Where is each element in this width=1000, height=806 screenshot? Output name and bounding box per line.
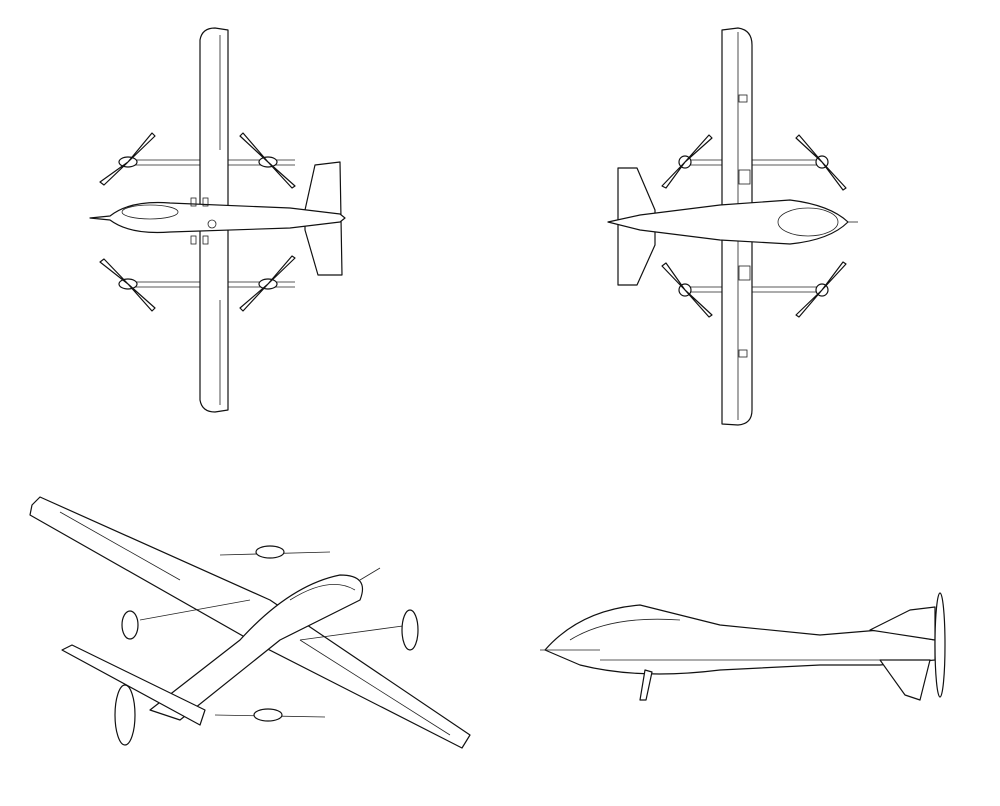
propeller-icon [661, 262, 713, 318]
propeller-icon [99, 258, 156, 312]
tail-stabilizer [61, 644, 206, 726]
propeller-icon [934, 592, 946, 698]
tail-stabilizer [869, 606, 936, 641]
top-view [89, 27, 346, 413]
propeller-icon [239, 132, 296, 189]
fuselage [149, 574, 364, 721]
bottom-view [607, 27, 858, 426]
isometric-view [29, 496, 471, 749]
fuselage [89, 201, 346, 234]
canopy [777, 207, 839, 237]
propeller-icon [795, 261, 847, 318]
fuselage [544, 604, 936, 675]
propeller-icon [99, 132, 156, 186]
propeller-icon [114, 545, 419, 746]
propeller-icon [795, 134, 847, 191]
main-wing [29, 496, 471, 749]
propeller-icon [239, 255, 296, 312]
canopy [569, 618, 681, 641]
canopy [121, 204, 179, 220]
landing-gear [639, 669, 653, 701]
propeller-icon [661, 134, 713, 189]
canopy [289, 584, 356, 601]
side-view [540, 592, 946, 701]
